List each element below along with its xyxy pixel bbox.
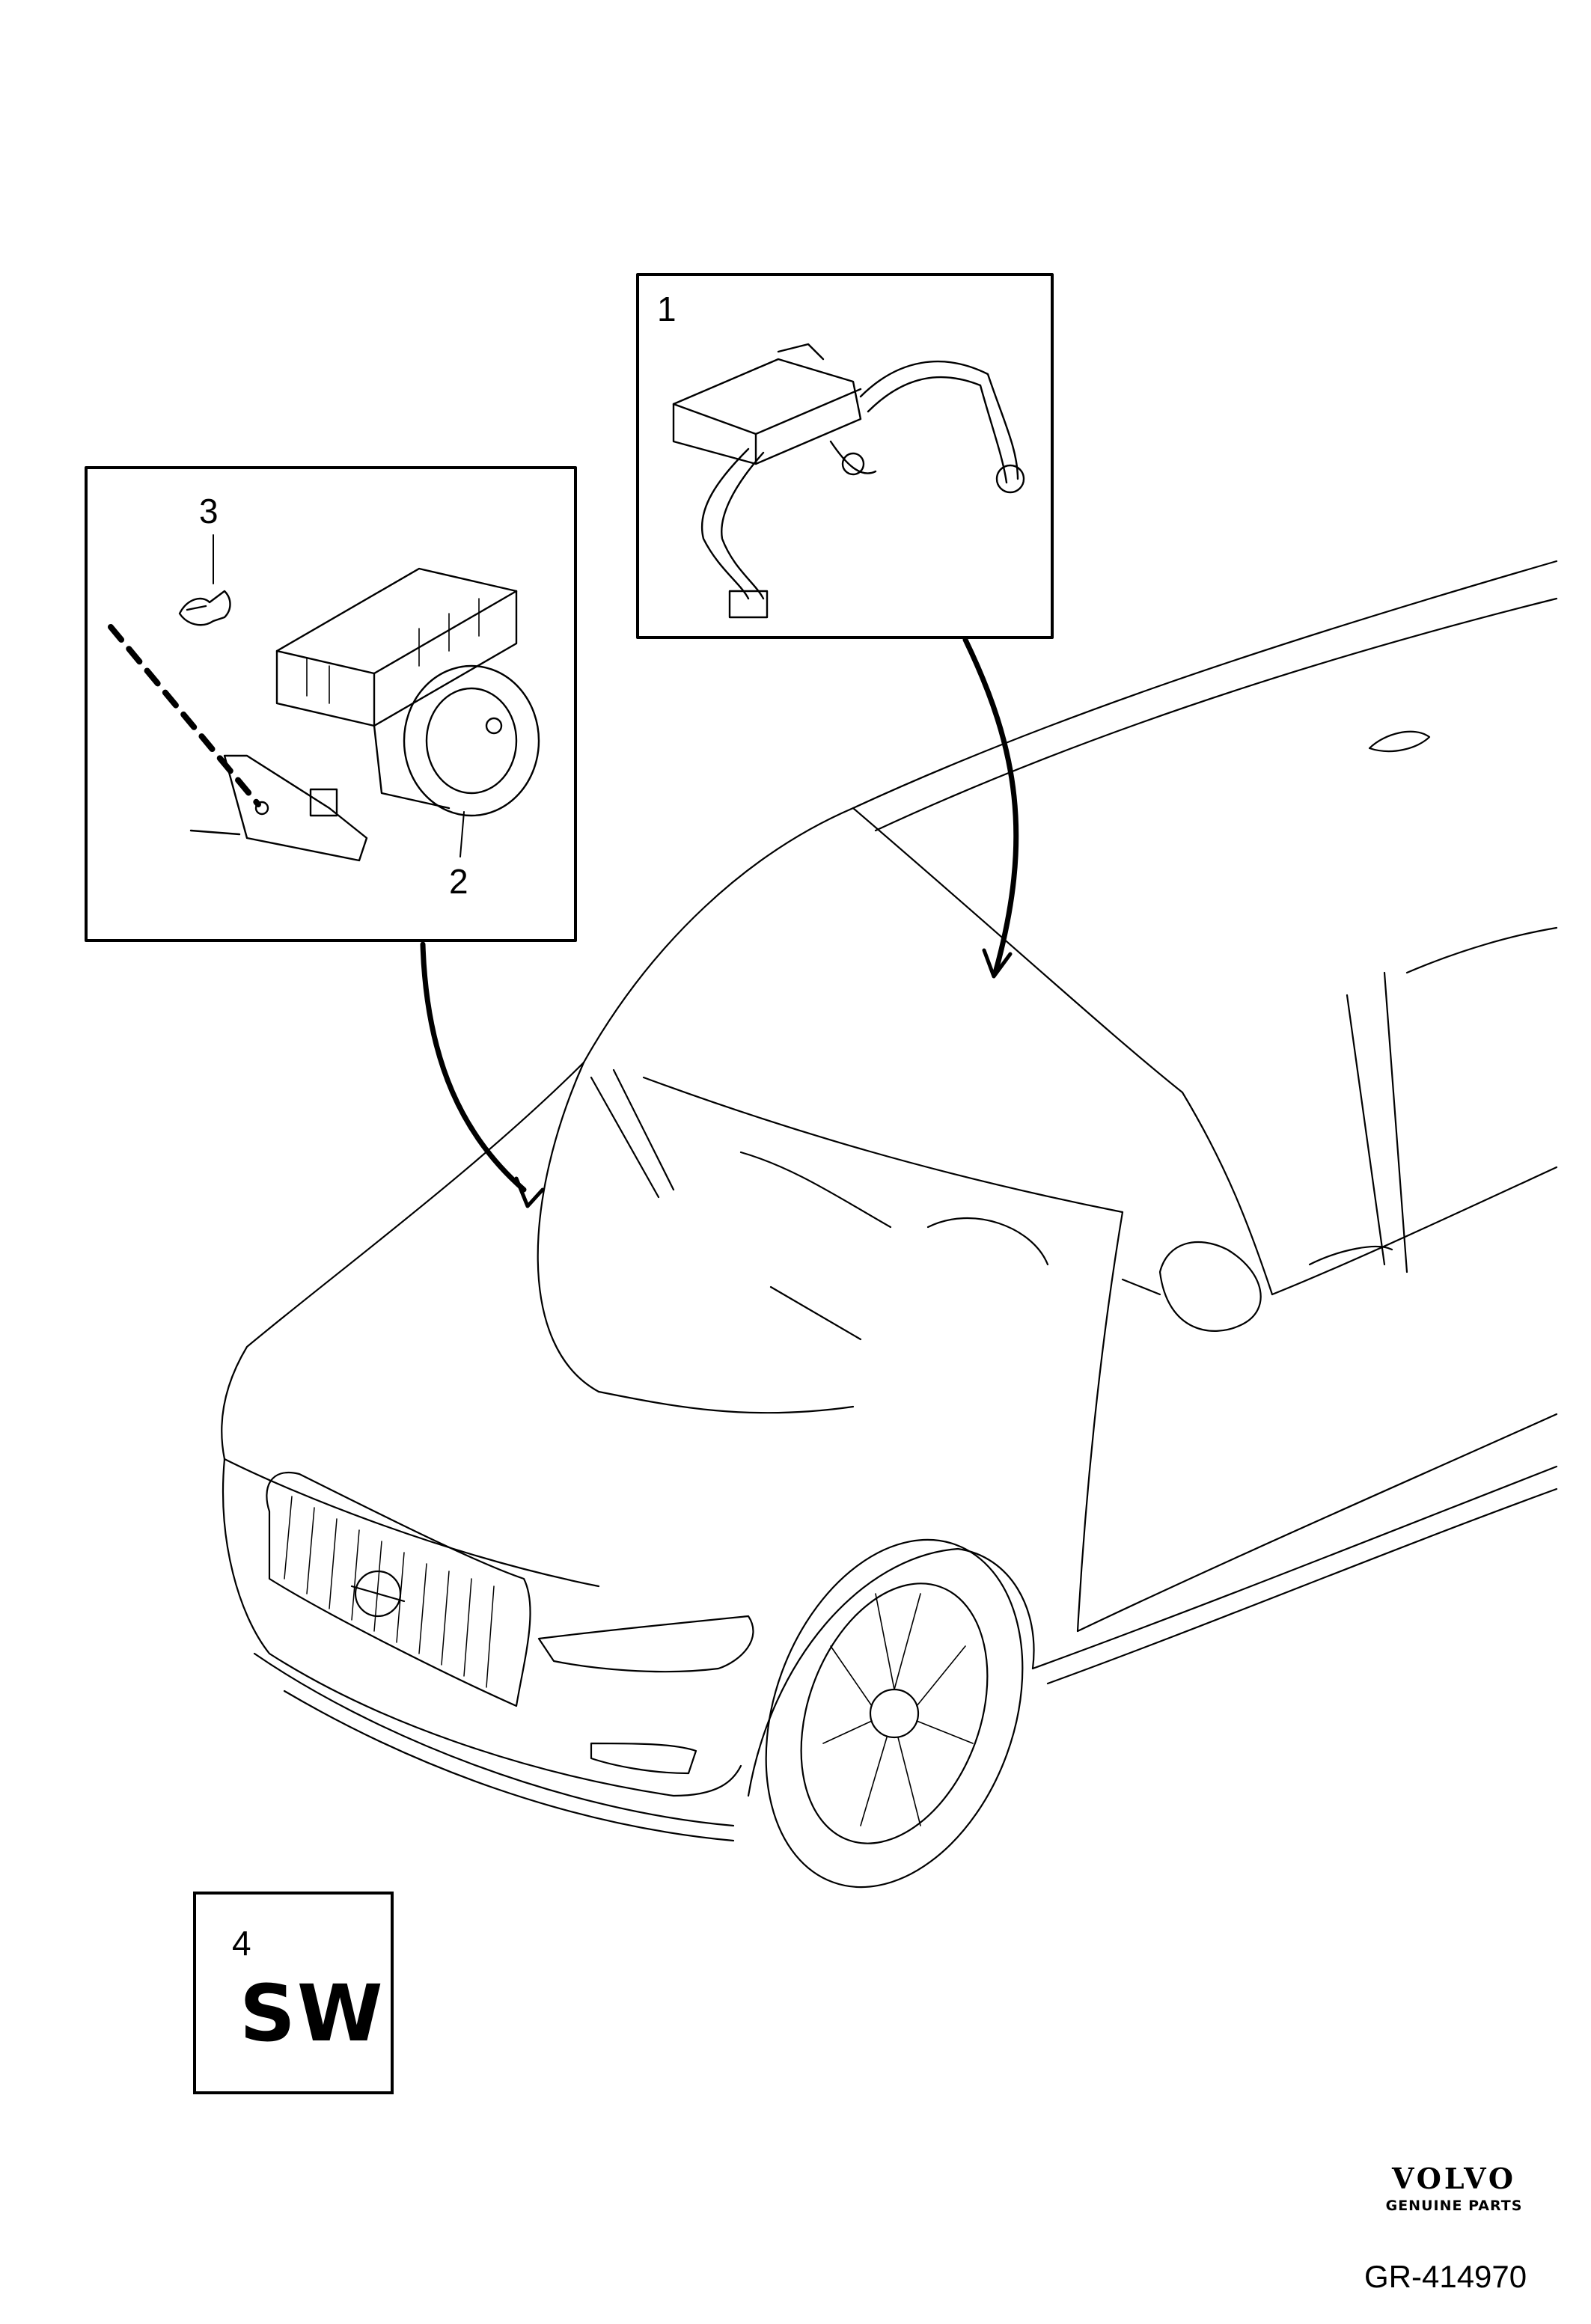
callout-number-3: 3: [199, 492, 219, 530]
screw-icon: [178, 590, 231, 626]
callout-leader-2: [459, 811, 465, 857]
brand-logo: VOLVO GENUINE PARTS: [1364, 2162, 1544, 2215]
callout-arrow-1: [962, 637, 1019, 976]
software-box: 4 SW: [193, 1892, 394, 2094]
screw-dash-line: [108, 624, 261, 807]
software-label: SW: [239, 1968, 385, 2059]
vehicle-illustration: [221, 560, 1558, 1889]
callout-arrow-2: [420, 941, 527, 1193]
brand-name: VOLVO: [1391, 2162, 1517, 2195]
callout-number-1: 1: [657, 290, 677, 328]
callout-number-4: 4: [232, 1924, 251, 1963]
callout-number-2: 2: [449, 862, 468, 901]
document-number: GR-414970: [1364, 2259, 1527, 2294]
siren-icon: [189, 567, 540, 862]
control-unit-icon: [672, 343, 1025, 619]
part-box-1: [636, 273, 1054, 639]
brand-subtitle: GENUINE PARTS: [1385, 2198, 1523, 2214]
part-box-2: [85, 466, 577, 942]
